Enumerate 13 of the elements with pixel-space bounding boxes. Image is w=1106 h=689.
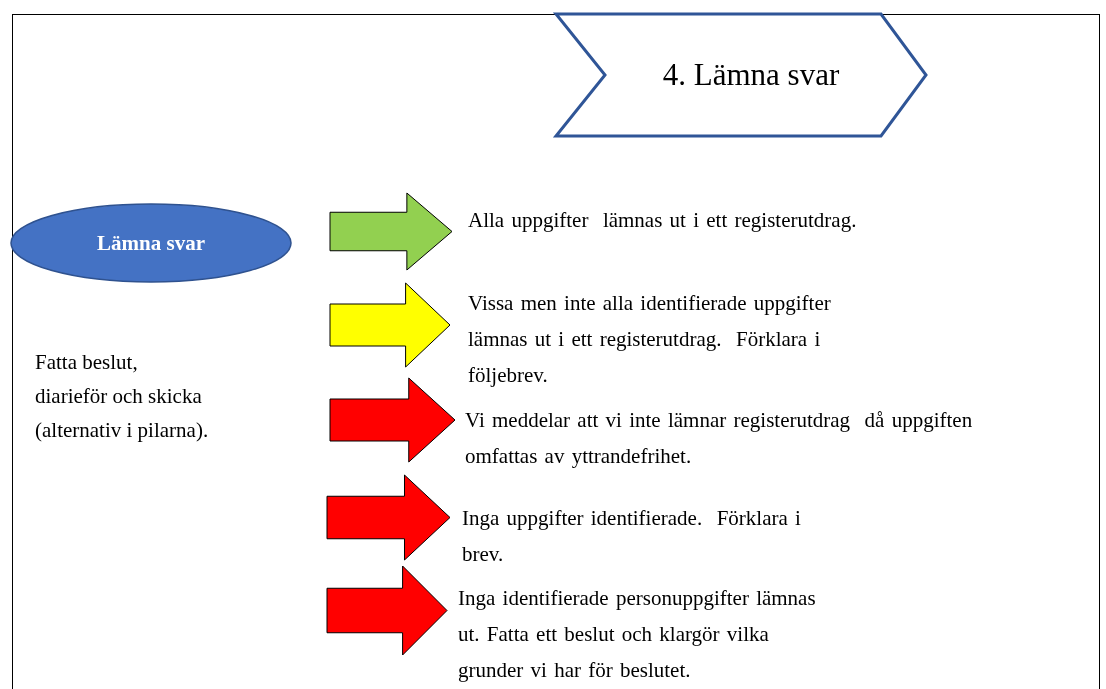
step-label: Lämna svar [97, 230, 205, 256]
chevron-title: 4. Lämna svar [661, 57, 840, 93]
block-arrow [329, 192, 453, 271]
option-text: Alla uppgifter lämnas ut i ett registerutdrag. [468, 207, 858, 234]
option-text: Inga identifierade personuppgifter lämnas ut. Fatta ett beslut och klargör vilka grunder vi har för beslutet. [458, 585, 817, 684]
block-arrow [326, 565, 448, 656]
block-arrow [329, 282, 451, 368]
note-text: Fatta beslut, diarieför och skicka (alternativ i pilarna). [35, 349, 210, 444]
option-text: Inga uppgifter identifierade. Förklara i brev. [462, 505, 802, 568]
block-arrow [326, 474, 451, 561]
option-text: Vi meddelar att vi inte lämnar registerutdrag då uppgiften omfattas av yttrandefrihet. [465, 407, 974, 470]
block-arrow [329, 377, 456, 463]
option-text: Vissa men inte alla identifierade uppgifter lämnas ut i ett registerutdrag. Förklara i följebrev. [468, 290, 832, 389]
